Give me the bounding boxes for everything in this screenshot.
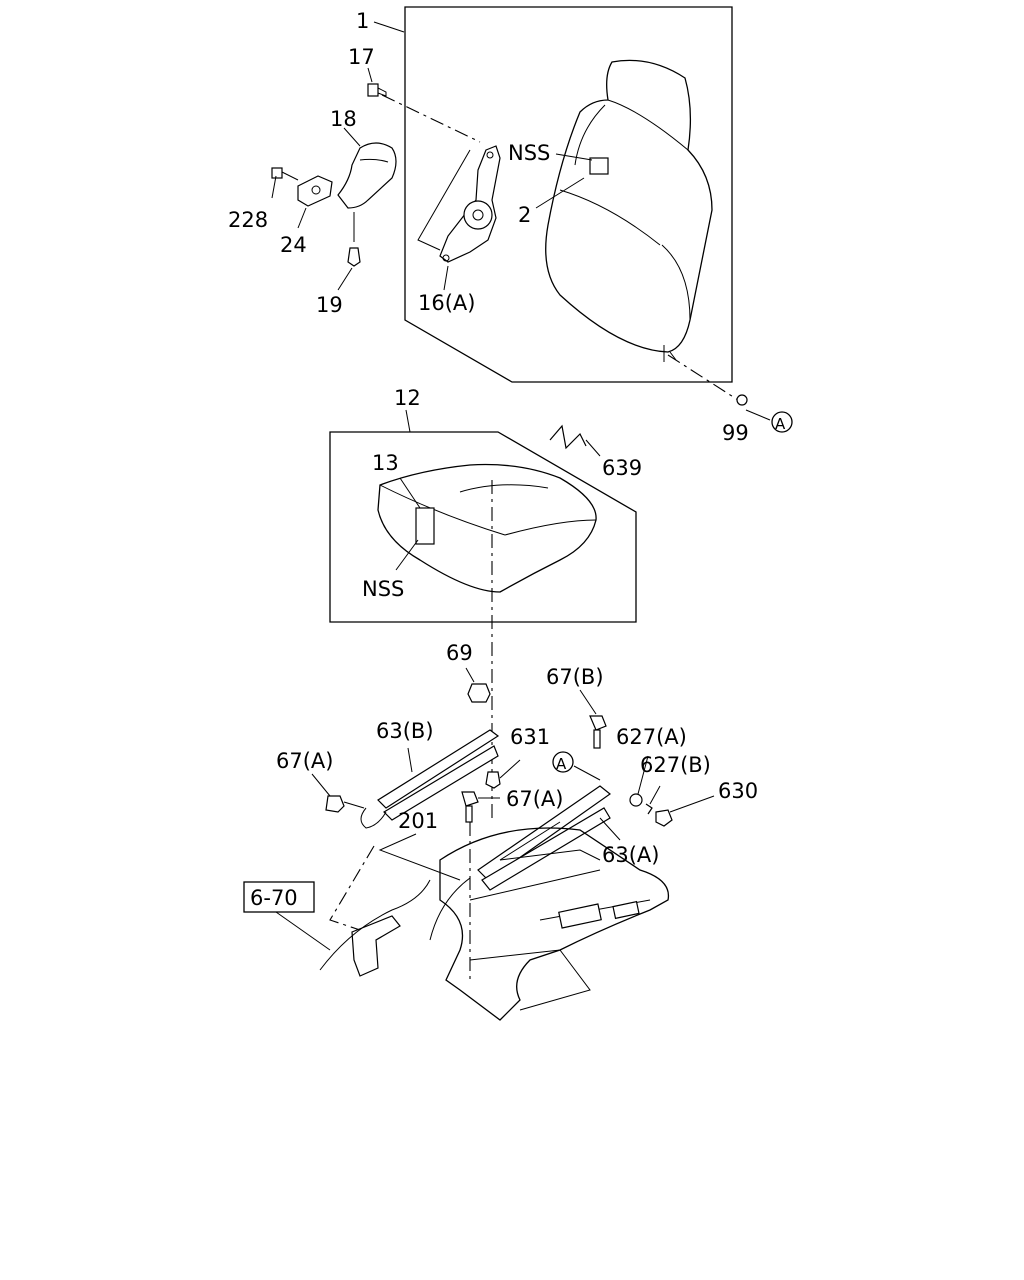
label-639: 639 [602,456,642,480]
label-99: 99 [722,421,749,445]
washer-99-icon [736,394,748,406]
label-nss-cushion: NSS [362,577,404,601]
label-2: 2 [518,203,531,227]
rail-63a-icon [477,785,611,881]
label-circle-a-top: A [775,415,786,433]
washer-627a-icon [629,793,643,807]
knob-24-icon [297,175,333,207]
label-1: 1 [356,9,369,33]
label-12: 12 [394,386,421,410]
bolt-67b-icon [579,689,607,749]
label-627b: 627(B) [640,753,711,777]
circle-reference-marker-a-top [771,411,793,433]
bolt-17-icon [367,83,387,97]
label-67b: 67(B) [546,665,604,689]
clip-19-icon [347,247,361,267]
label-nss-back: NSS [508,141,550,165]
reference-box-6-70 [243,881,315,913]
seat-back-group [381,6,739,401]
seat-rail-group [311,667,715,1021]
label-18: 18 [330,107,357,131]
clip-639-icon [549,424,587,450]
label-16a: 16(A) [418,291,475,315]
label-63a: 63(A) [602,843,659,867]
label-201: 201 [398,809,438,833]
label-69: 69 [446,641,473,665]
rail-63b-icon [377,729,500,809]
seat-cushion-group [329,431,637,820]
nut-630-icon [655,809,673,827]
label-24: 24 [280,233,307,257]
label-17: 17 [348,45,375,69]
label-ref-6-70: 6-70 [250,886,298,910]
seat-back-cushion-icon [545,59,713,353]
seat-cushion-frame [329,431,637,623]
circle-reference-marker-a-bottom [552,751,574,773]
nss-band-icon [415,507,435,545]
label-631: 631 [510,725,550,749]
label-630: 630 [718,779,758,803]
bolt-67a-left-icon [311,773,365,813]
label-circle-a-bottom: A [556,755,567,773]
washer-627b-icon [645,803,653,815]
label-19: 19 [316,293,343,317]
floor-pan-icon [439,827,670,1021]
label-63b: 63(B) [376,719,434,743]
label-13: 13 [372,451,399,475]
seat-cushion-icon [377,463,597,593]
label-228: 228 [228,208,268,232]
floor-bracket-icon [351,915,401,977]
screw-228-icon [271,167,299,181]
nss-clip-icon [589,157,609,175]
cover-18-icon [337,142,397,209]
label-67a-mid: 67(A) [506,787,563,811]
seat-back-frame [404,6,733,383]
bolt-67a-mid-icon [461,791,500,980]
bolt-631-icon [485,771,501,789]
label-627a: 627(A) [616,725,687,749]
label-67a-left: 67(A) [276,749,333,773]
nut-69-icon [467,683,491,703]
callout-labels: 1 17 18 NSS 2 228 24 19 16(A) 99 A 12 63… [228,9,786,910]
